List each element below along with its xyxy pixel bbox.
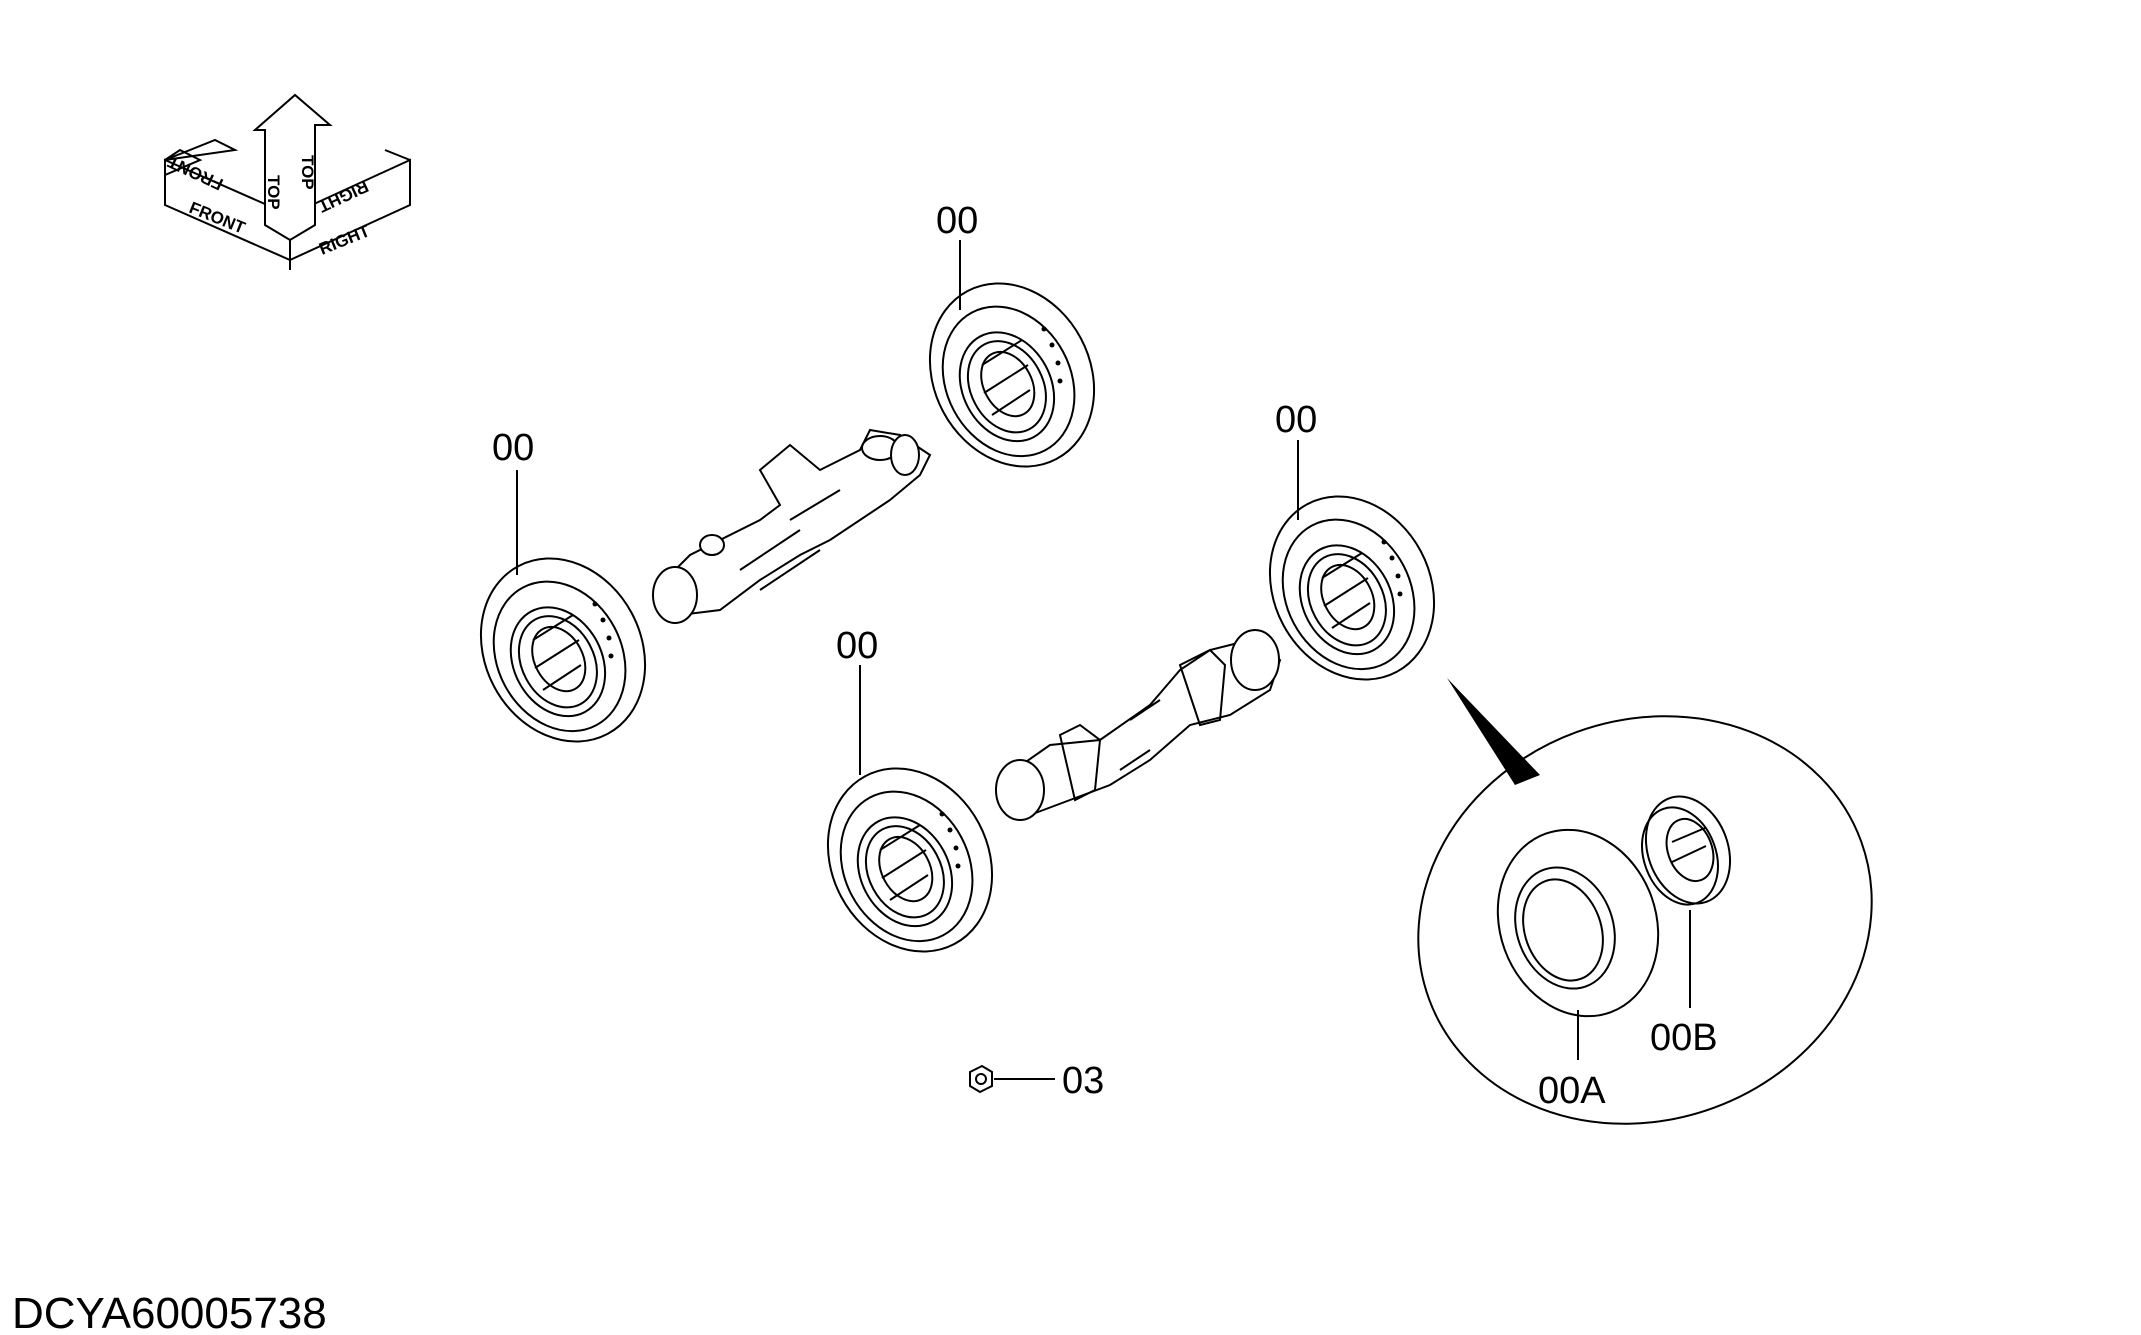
wheel-rear-left xyxy=(448,528,678,772)
callout-rim: 00B xyxy=(1650,1017,1718,1059)
orientation-indicator: FRONT FRONT TOP TOP RIGHT RIGHT xyxy=(164,93,411,270)
callout-wheel-front-right: 00 xyxy=(1275,399,1317,441)
rim-00B xyxy=(1641,795,1732,906)
top-label-2: TOP xyxy=(298,155,317,190)
nut-icon xyxy=(969,1064,993,1094)
tire-00A xyxy=(1496,828,1660,1018)
front-axle xyxy=(995,629,1282,821)
rear-axle xyxy=(652,428,932,624)
wheel-rear-outer xyxy=(897,253,1127,497)
callout-wheel-rear-outer: 00 xyxy=(936,200,978,242)
callout-wheel-rear-left: 00 xyxy=(492,427,534,469)
callout-nut: 03 xyxy=(1062,1060,1104,1102)
wheel-front-left xyxy=(795,738,1025,982)
callout-tire: 00A xyxy=(1538,1070,1606,1112)
drawing-code: DCYA60005738 xyxy=(12,1289,327,1335)
detail-bubble: 00A 00B xyxy=(1417,678,1873,1125)
top-label: TOP xyxy=(264,175,283,210)
callout-wheel-front-left: 00 xyxy=(836,625,878,667)
